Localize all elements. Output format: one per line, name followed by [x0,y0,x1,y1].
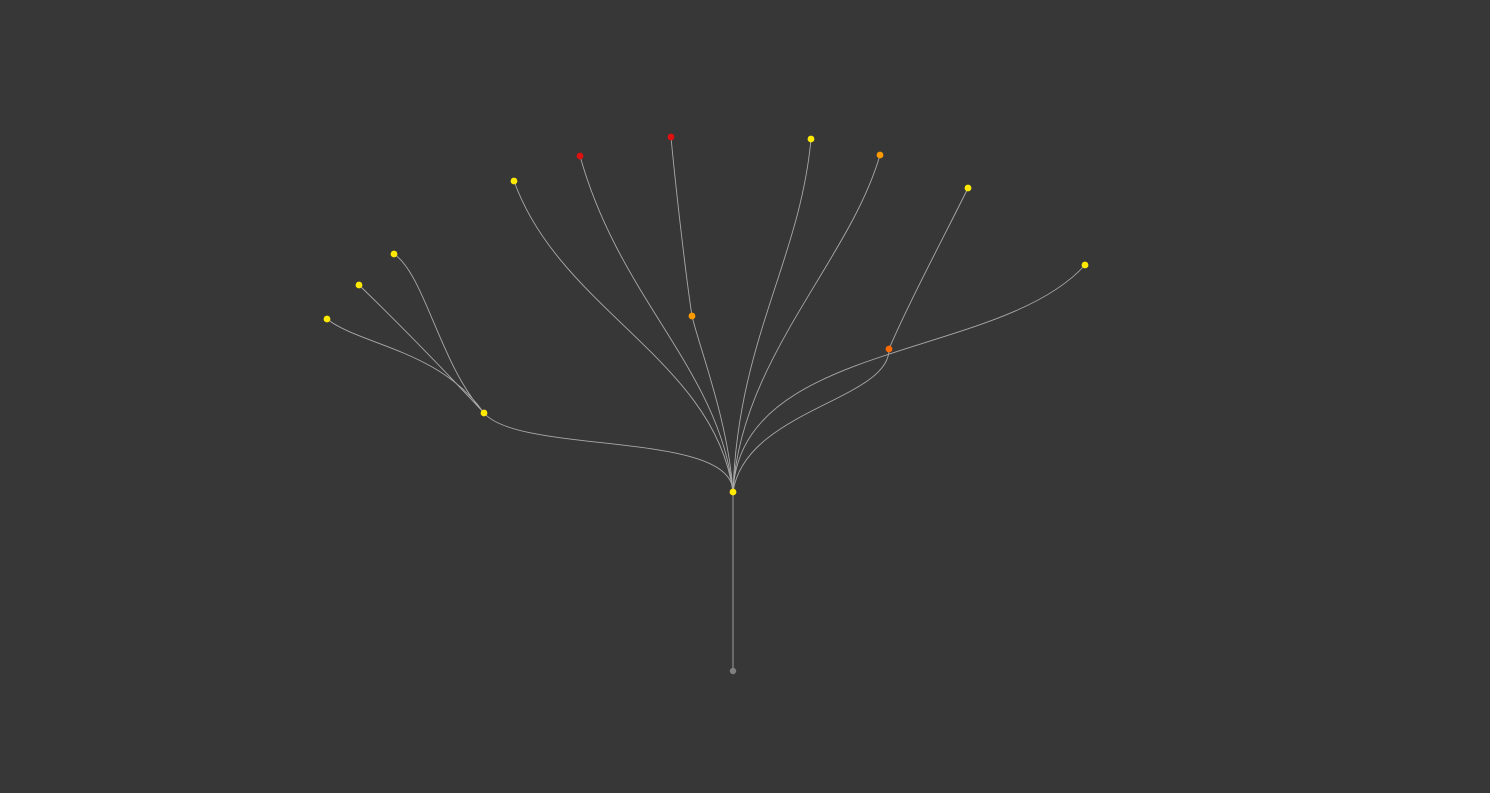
edge-layer [326,136,1086,672]
edge-hub-to-right-orange [732,348,890,493]
node-leaf-amber[interactable] [876,151,884,159]
edge-hub-to-leaf-red-a [579,155,734,493]
node-leaf-yellow-a[interactable] [510,177,518,185]
node-right-orange[interactable] [885,345,893,353]
node-left-hub[interactable] [480,409,488,417]
edge-hub-to-leaf-yellow-d [732,264,1086,493]
edge-hub-to-mid-amber [691,315,734,493]
node-left-leaf-1[interactable] [323,315,331,323]
edge-hub-to-leaf-yellow-a [513,180,734,493]
node-leaf-red-a[interactable] [576,152,584,160]
edge-left-hub-to-left-leaf-2 [358,284,485,414]
edge-mid-amber-to-leaf-red-b [670,136,693,317]
edge-hub-to-leaf-yellow-b [732,138,812,493]
node-hub[interactable] [729,488,737,496]
edge-hub-to-left-hub [483,412,734,493]
node-mid-amber[interactable] [688,312,696,320]
node-leaf-yellow-d[interactable] [1081,261,1089,269]
node-leaf-yellow-b[interactable] [807,135,815,143]
node-layer [323,133,1089,675]
node-leaf-yellow-c[interactable] [964,184,972,192]
node-leaf-red-b[interactable] [667,133,675,141]
edge-right-orange-to-leaf-yellow-c [888,187,969,350]
edge-left-hub-to-left-leaf-1 [326,318,485,414]
node-root[interactable] [729,667,737,675]
edge-left-hub-to-left-leaf-3 [393,253,485,414]
node-left-leaf-2[interactable] [355,281,363,289]
edge-hub-to-leaf-amber [732,154,881,493]
node-left-leaf-3[interactable] [390,250,398,258]
